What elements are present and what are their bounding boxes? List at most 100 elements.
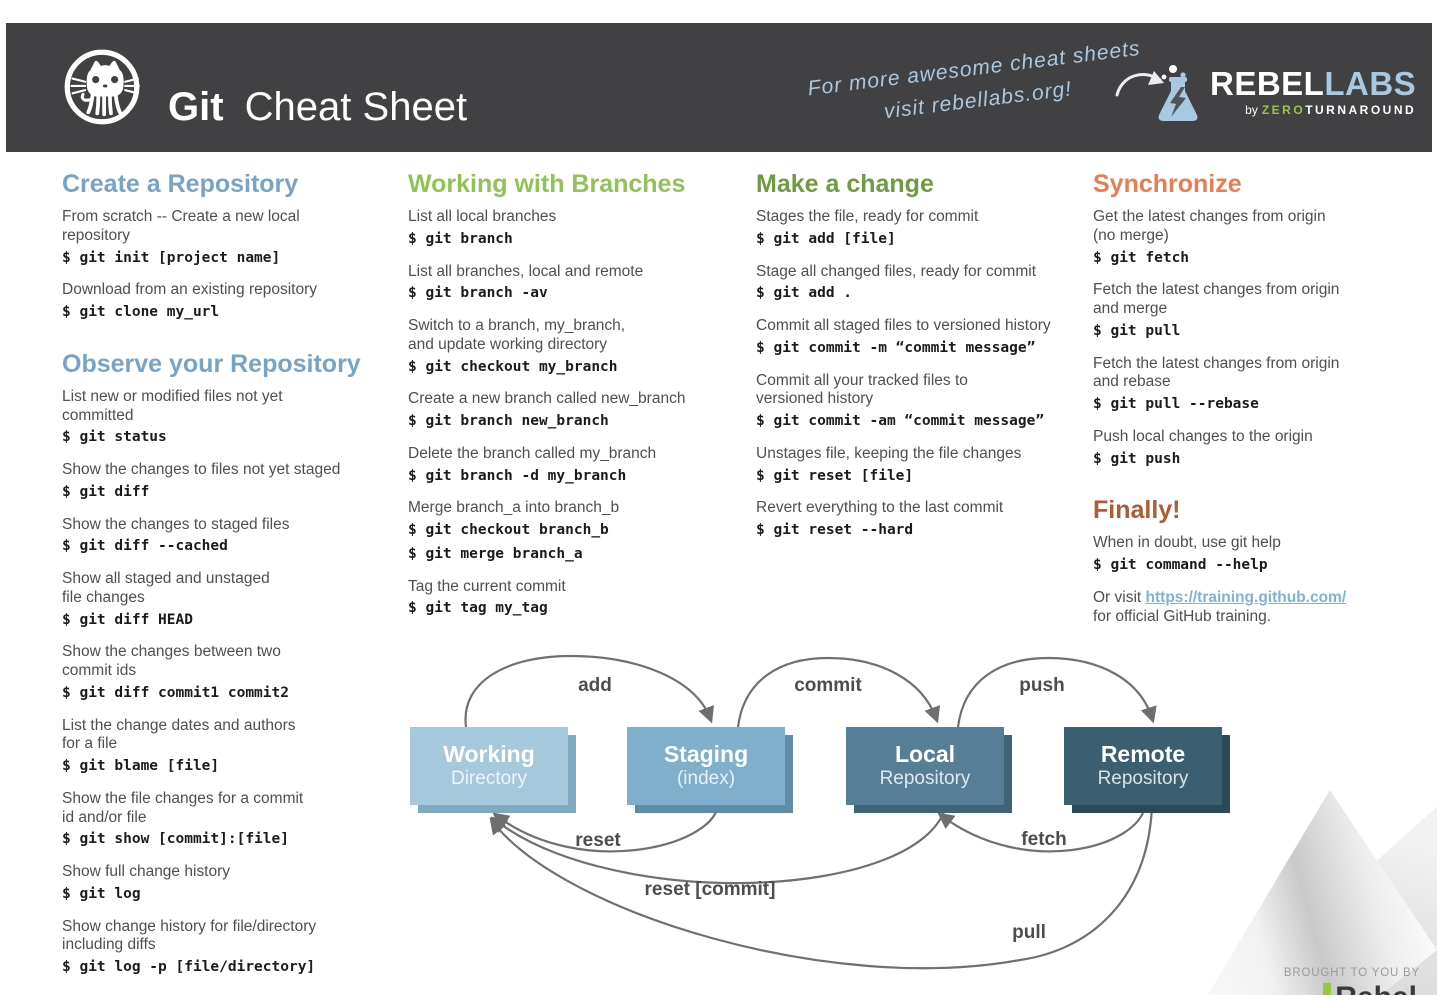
entry-desc: Stage all changed files, ready for commi… xyxy=(756,262,1036,280)
arrow-label-reset: reset xyxy=(575,830,621,851)
code-line: $ git diff HEAD xyxy=(62,611,193,628)
code-line: $ git clone my_url xyxy=(62,304,220,320)
arc-push xyxy=(956,656,1157,728)
entry-desc: List all local branches xyxy=(408,208,557,225)
handwritten-note: For more awesome cheat sheets visit rebe… xyxy=(794,31,1159,137)
cheat-entry: List the change dates and authors for a … xyxy=(62,717,398,778)
cheat-entry: Commit all your tracked files to version… xyxy=(756,372,1088,433)
code-line: $ git commit -am “commit message” xyxy=(756,413,1045,429)
cheat-entry: Fetch the latest changes from origin and… xyxy=(1093,355,1429,416)
cheat-entry: Download from an existing repository$ gi… xyxy=(62,281,398,324)
jrebel-green-bar xyxy=(1323,983,1332,995)
page-title-cheat-sheet: Cheat Sheet xyxy=(244,85,468,129)
code-line: $ git reset [file] xyxy=(756,467,914,484)
entry-desc: Tag the current commit xyxy=(408,577,566,595)
arrow-label-commit: commit xyxy=(794,675,862,696)
code-line: $ git command --help xyxy=(1093,557,1268,573)
cheat-entry: Delete the branch called my_branch$ git … xyxy=(408,445,744,488)
cheat-entry: Stages the file, ready for commit $ git a… xyxy=(756,208,1088,251)
cheat-entry: Create a new branch called new_branch$ g… xyxy=(408,390,744,433)
cheat-entry: Stage all changed files, ready for commi… xyxy=(756,263,1088,306)
arc-add xyxy=(464,654,714,728)
brand-by: by xyxy=(1245,103,1258,117)
arrow-label-pull: pull xyxy=(1012,922,1046,943)
cheat-entry: Unstages file, keeping the file changes $… xyxy=(756,445,1088,488)
entry-desc: Commit all staged files to versioned his… xyxy=(756,317,1051,334)
cheat-entry: Show the changes to staged files $ git di… xyxy=(62,516,398,559)
arc-reset-commit xyxy=(490,805,948,885)
entry-desc: Switch to a branch, my_branch, and updat… xyxy=(408,317,626,353)
github-octocat-icon xyxy=(64,49,140,125)
box-title: Working xyxy=(443,741,535,768)
entry-desc: Show full change history xyxy=(62,863,231,880)
entry-desc: Show change history for file/directory i… xyxy=(62,917,317,954)
git-flow-diagram: Working Directory Staging (index) Local … xyxy=(400,650,1260,995)
box-local-repository: Local Repository xyxy=(846,727,1004,805)
cheat-entry: List all branches, local and remote$ git… xyxy=(408,263,744,306)
code-line: $ git diff --cached xyxy=(62,538,228,555)
entry-desc: Fetch the latest changes from origin and… xyxy=(1093,354,1340,391)
brand-labs: LABS xyxy=(1324,65,1417,102)
entry-desc: Get the latest changes from origin (no m… xyxy=(1093,208,1326,244)
cheat-entry: Fetch the latest changes from origin and… xyxy=(1093,281,1429,342)
code-line: $ git checkout branch_b xyxy=(408,522,609,538)
entry-desc: Push local changes to the origin xyxy=(1093,427,1313,445)
code-line: $ git reset --hard xyxy=(756,522,914,538)
cheat-entry: Show all staged and unstaged file change… xyxy=(62,570,398,631)
cheat-entry: Show the file changes for a commit id an… xyxy=(62,790,398,851)
cheat-entry: Show the changes to files not yet staged… xyxy=(62,461,398,504)
code-line: $ git tag my_tag xyxy=(408,600,548,617)
cheat-entry: Merge branch_a into branch_b$ git checko… xyxy=(408,499,744,565)
entry-desc: Show the file changes for a commit id an… xyxy=(62,789,304,826)
entry-desc: Or visit https://training.github.com/ fo… xyxy=(1093,588,1347,625)
code-line: $ git add [file] xyxy=(756,230,896,247)
box-title: Local xyxy=(894,741,956,768)
code-line: $ git branch -av xyxy=(408,285,548,302)
arc-commit xyxy=(736,656,941,728)
cheat-entry: Push local changes to the origin $ git pu… xyxy=(1093,428,1429,471)
training-link[interactable]: https://training.github.com/ xyxy=(1145,588,1347,606)
brought-to-you-by-label: BROUGHT TO YOU BY xyxy=(1283,967,1420,979)
cheat-entry: From scratch -- Create a new local repos… xyxy=(62,208,398,269)
entry-desc: Show the changes to staged files xyxy=(62,515,290,533)
cheat-entry: Commit all staged files to versioned his… xyxy=(756,317,1088,360)
cheat-entry: Show the changes between two commit ids$… xyxy=(62,643,398,704)
entry-desc: Stages the file, ready for commit xyxy=(756,208,979,225)
code-line: $ git push xyxy=(1093,450,1181,467)
jrebel-logo-text: Rebel xyxy=(1335,983,1417,995)
section-title: Synchronize xyxy=(1093,170,1242,198)
arrow-label-push: push xyxy=(1019,675,1065,696)
arc-reset xyxy=(492,805,720,853)
page-title-git: Git xyxy=(168,85,224,129)
arc-pull xyxy=(489,805,1154,970)
box-title: Remote xyxy=(1100,741,1186,768)
entry-desc: Fetch the latest changes from origin and… xyxy=(1093,281,1340,317)
entry-desc: Commit all your tracked files to version… xyxy=(756,371,968,408)
box-working-directory: Working Directory xyxy=(410,727,568,805)
entry-desc: Unstages file, keeping the file changes xyxy=(756,444,1022,462)
box-subtitle: (index) xyxy=(676,767,736,789)
entry-desc: When in doubt, use git help xyxy=(1093,534,1281,552)
entry-desc: List the change dates and authors for a … xyxy=(62,716,296,753)
cheat-entry: Switch to a branch, my_branch, and updat… xyxy=(408,317,744,378)
cheat-entry: List all local branches$ git branch xyxy=(408,208,744,251)
section-title: Observe your Repository xyxy=(62,349,361,378)
code-line: $ git pull --rebase xyxy=(1093,396,1259,412)
code-line: $ git diff xyxy=(62,483,150,500)
jrebel-partial-logo: Rebel xyxy=(1323,983,1417,995)
brand-rebel: REBEL xyxy=(1210,65,1325,102)
code-line: $ git blame [file] xyxy=(62,758,220,774)
cheat-entry: Show full change history$ git log xyxy=(62,863,398,906)
cheat-entry: When in doubt, use git help $ git command… xyxy=(1093,534,1429,577)
section-title: Make a change xyxy=(756,170,934,198)
